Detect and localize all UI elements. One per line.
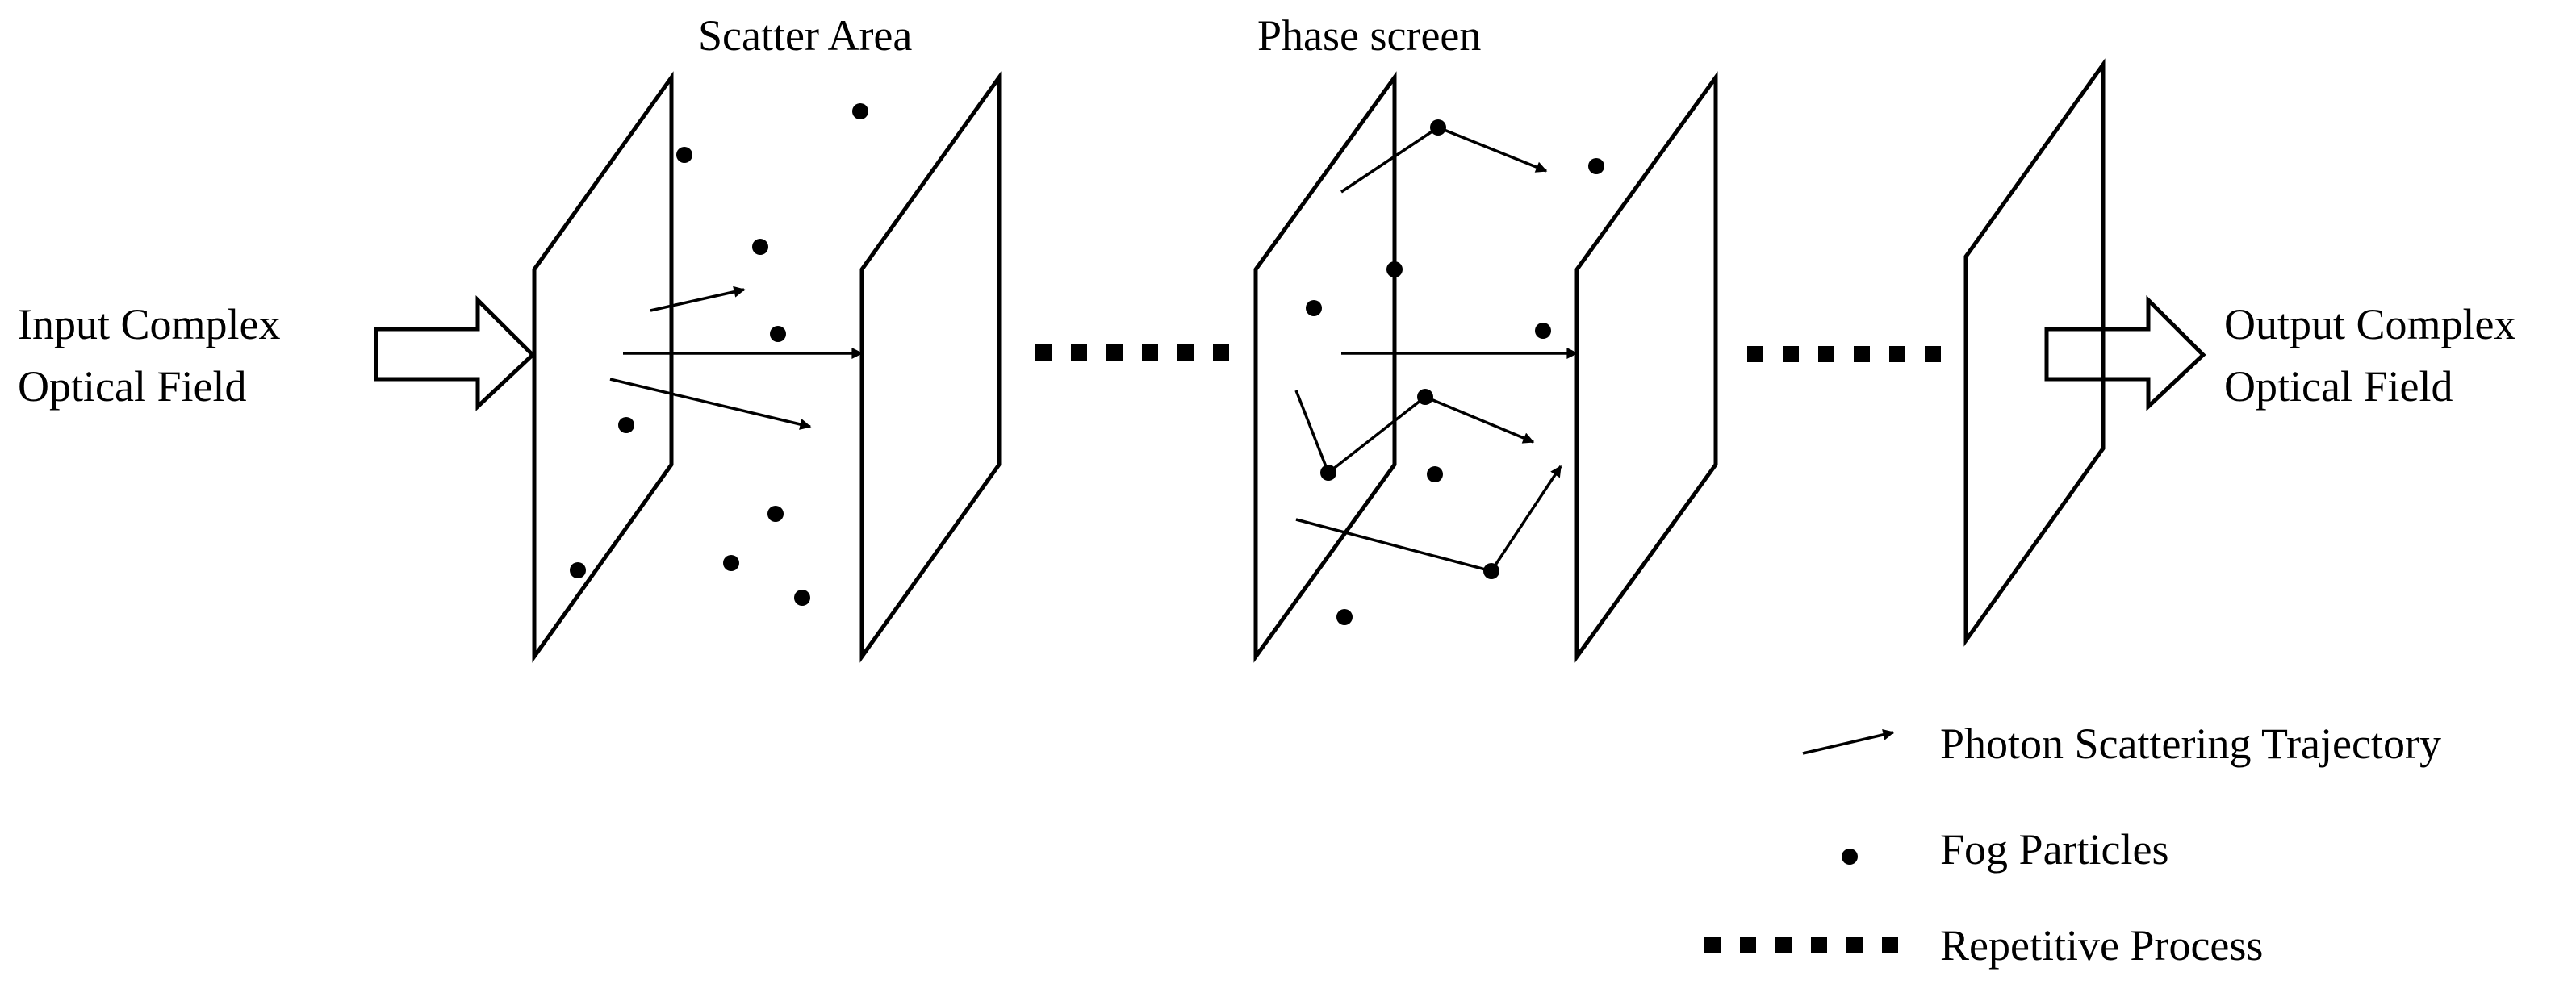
plane-4 — [1574, 71, 1718, 663]
fog-particle — [794, 590, 810, 606]
phase-screen-trajectories — [1294, 126, 1579, 574]
input-arrow — [374, 294, 536, 411]
fog-particle — [767, 506, 784, 522]
fog-particle — [1417, 389, 1433, 405]
fog-particle — [618, 417, 634, 433]
plane-1 — [532, 71, 674, 663]
fog-particle — [1588, 158, 1604, 174]
fog-particle — [752, 239, 768, 255]
fog-particle — [1386, 261, 1403, 277]
fog-particle — [1535, 323, 1551, 339]
trajectory-arrow — [609, 378, 812, 430]
legend-trajectory-icon — [1802, 729, 1895, 755]
trajectory-arrow — [1295, 465, 1562, 574]
fog-particle — [676, 147, 692, 163]
input-field-label-line1: Input Complex — [18, 300, 280, 348]
fog-particle — [852, 103, 868, 119]
fog-particle — [770, 326, 786, 342]
legend-repetitive-label: Repetitive Process — [1940, 921, 2263, 970]
plane-2 — [859, 71, 1002, 663]
phase-screen-particles — [1306, 119, 1604, 625]
fog-particle — [1427, 466, 1443, 482]
fog-particle — [1430, 119, 1446, 136]
output-field-label-line2: Optical Field — [2224, 362, 2453, 411]
scatter-area-trajectories — [609, 286, 864, 430]
scatter-area-particles — [570, 103, 868, 606]
repetitive-dashes-2 — [1747, 346, 1941, 362]
fog-particle — [1306, 300, 1322, 316]
plane-5 — [1963, 58, 2106, 647]
repetitive-dashes-1 — [1035, 344, 1229, 361]
fog-particle — [1483, 563, 1499, 579]
legend-trajectory-label: Photon Scattering Trajectory — [1940, 720, 2441, 768]
trajectory-arrow — [650, 286, 746, 312]
trajectory-arrow — [1294, 390, 1535, 475]
output-field-label-line1: Output Complex — [2224, 300, 2516, 348]
output-arrow — [2044, 294, 2206, 411]
scatter-area-label: Scatter Area — [698, 11, 912, 60]
legend-particles-label: Fog Particles — [1940, 825, 2168, 874]
plane-3-phase-screen — [1253, 71, 1397, 663]
fog-particle — [723, 555, 739, 571]
trajectory-arrow — [1340, 126, 1548, 194]
fog-particle — [1336, 609, 1353, 625]
input-field-label-line2: Optical Field — [18, 362, 246, 411]
fog-particle — [1320, 465, 1336, 481]
legend: Photon Scattering Trajectory Fog Particl… — [1704, 720, 2441, 970]
legend-particle-icon — [1842, 849, 1858, 865]
phase-screen-label: Phase screen — [1257, 11, 1481, 60]
legend-dashes-icon — [1704, 937, 1898, 953]
fog-particle — [570, 562, 586, 578]
